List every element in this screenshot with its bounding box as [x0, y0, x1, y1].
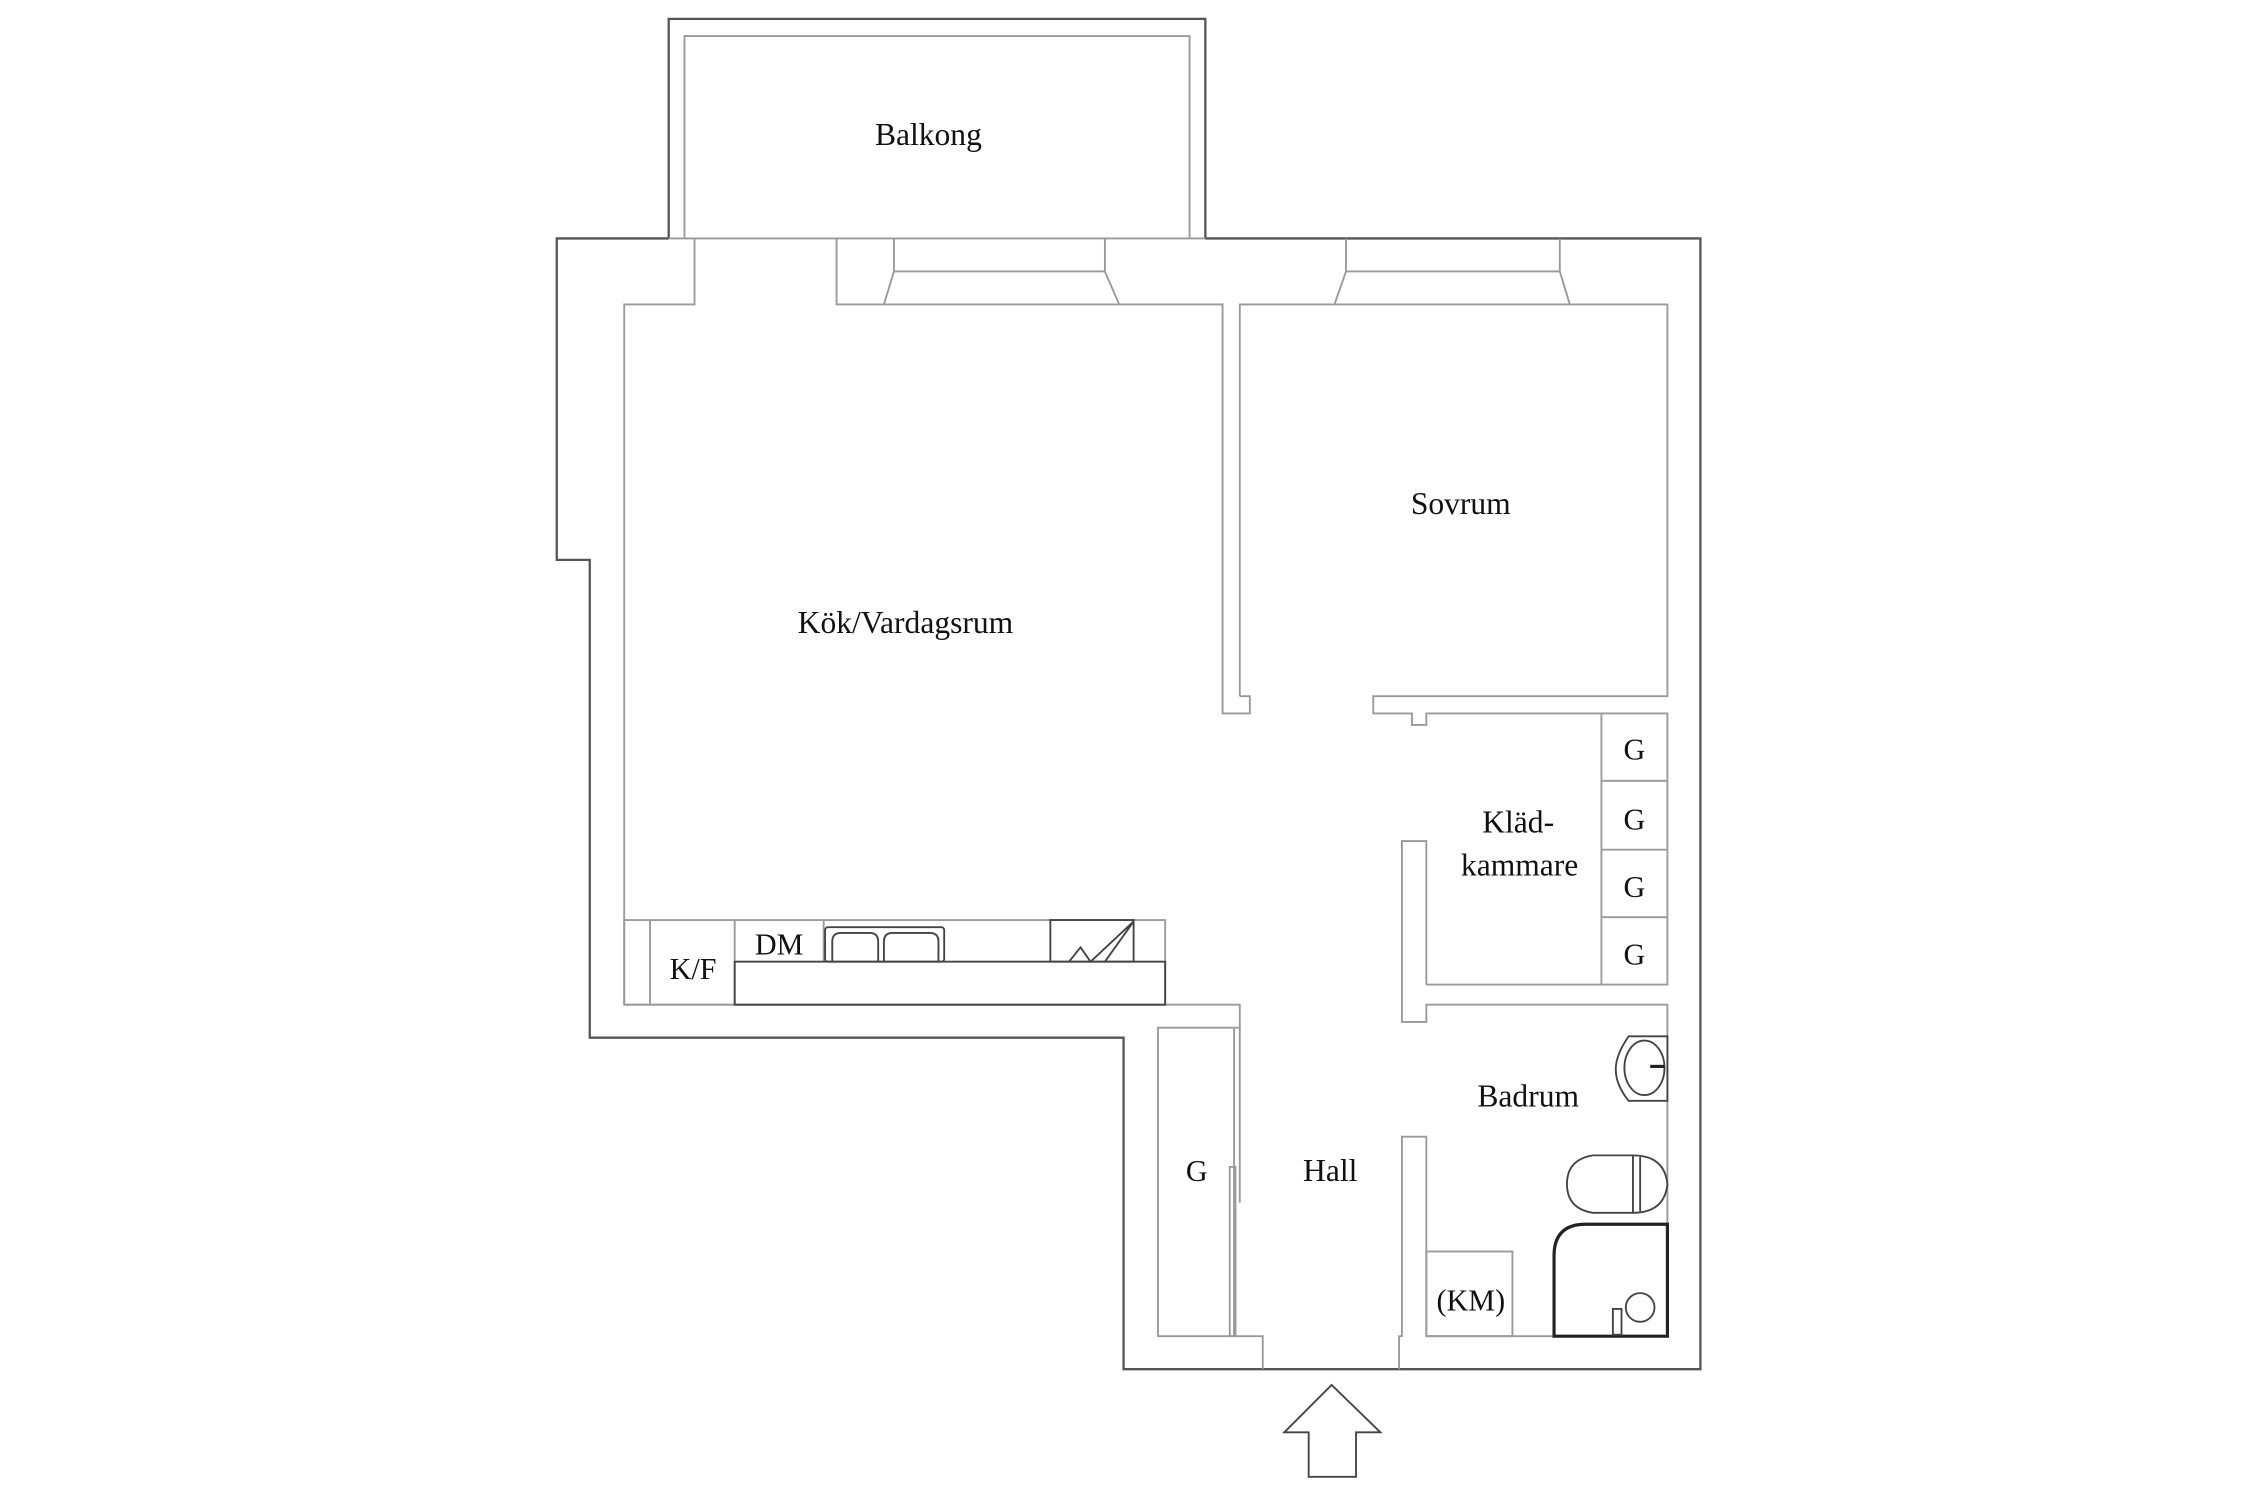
- closet-label-line2: kammare: [1461, 848, 1578, 883]
- inner-walls: [623, 238, 1669, 1370]
- bedroom-label: Sovrum: [1411, 486, 1511, 521]
- washing-machine-label: (KM): [1437, 1283, 1506, 1317]
- outer-walls: [555, 237, 1702, 1371]
- fridge-freezer-label: K/F: [670, 952, 717, 986]
- wardrobe-label: G: [1624, 938, 1646, 972]
- balcony-label: Balkong: [875, 117, 982, 152]
- bathroom-label: Badrum: [1477, 1079, 1579, 1114]
- shower-icon: [1552, 1222, 1669, 1338]
- wardrobe-label: G: [1624, 803, 1646, 837]
- kitchen-counter: K/F DM: [623, 919, 1167, 1006]
- balcony: Balkong: [667, 17, 1207, 239]
- closet-label-line1: Kläd-: [1482, 805, 1554, 840]
- hall-wardrobe-label: G: [1186, 1154, 1208, 1188]
- sink-icon: [824, 926, 946, 963]
- washing-machine-box: [1425, 1250, 1514, 1338]
- kitchen-living-label: Kök/Vardagsrum: [798, 605, 1014, 640]
- stove-icon: [1049, 919, 1135, 964]
- wardrobe-label: G: [1624, 870, 1646, 904]
- wardrobe-label: G: [1624, 732, 1646, 766]
- washbasin-icon: [1614, 1035, 1669, 1102]
- entrance-arrow-icon: [1282, 1383, 1383, 1478]
- dishwasher-label: DM: [755, 927, 804, 961]
- bathroom-fixtures: (KM): [1425, 1035, 1669, 1338]
- hall-label: Hall: [1303, 1153, 1358, 1188]
- toilet-icon: [1566, 1154, 1669, 1214]
